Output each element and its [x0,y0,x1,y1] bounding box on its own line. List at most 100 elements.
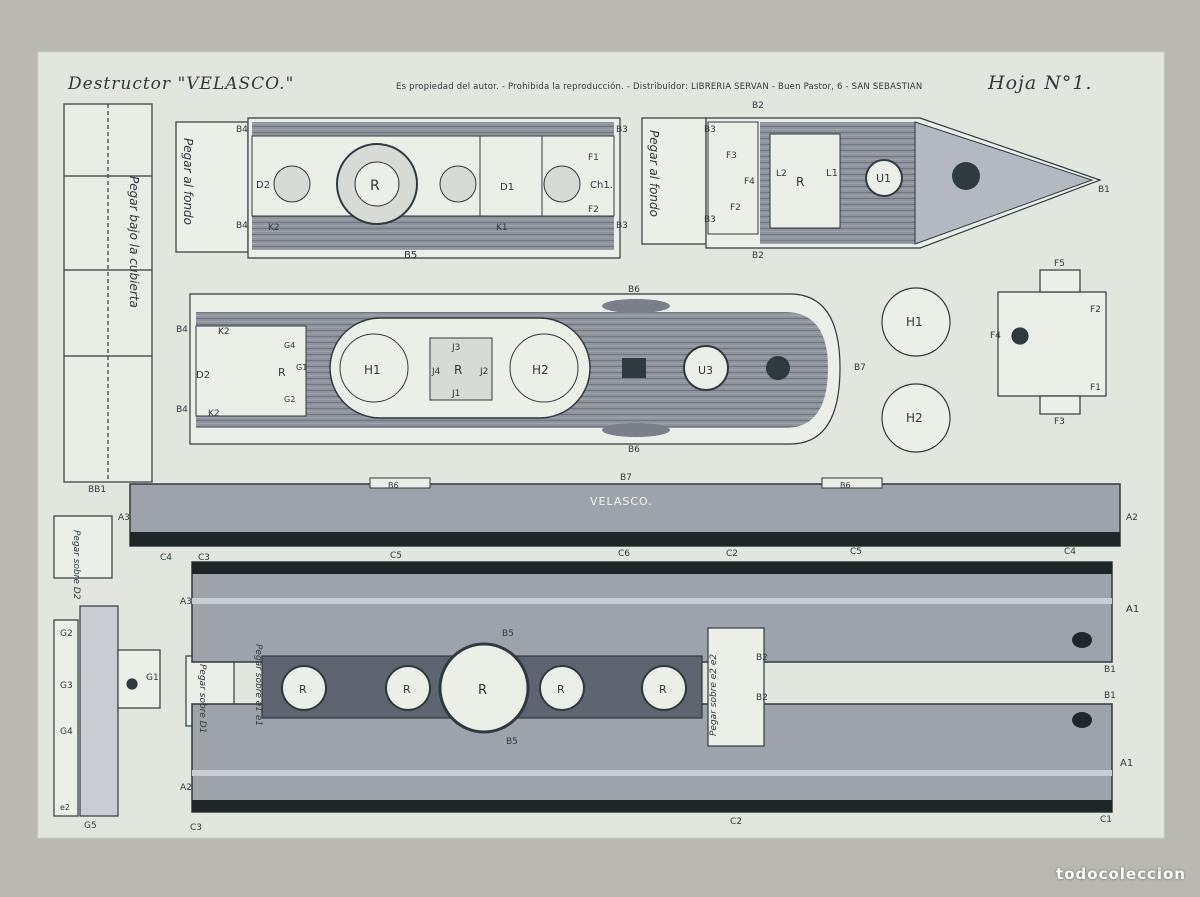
f-bracket-piece [997,269,1107,415]
label-b2-bottom: B2 [752,251,764,261]
label-j3: J3 [451,343,460,353]
label-e2-small: e2 [60,803,70,812]
label-b4-a: B4 [236,125,248,135]
label-h2-mid: H2 [532,363,549,377]
label-b6-top: B6 [628,285,640,295]
label-b2-lower-b: B2 [756,693,768,703]
label-b1-lower-a: B1 [1104,665,1116,675]
label-k2-mid-a: K2 [218,327,230,337]
label-c2-upper: C2 [726,549,738,559]
label-b5-upper: B5 [404,250,417,261]
label-f2-right: F2 [730,203,741,213]
label-b6-hull-b: B6 [840,481,851,490]
label-ch1: Ch1. [590,180,613,191]
label-r-mid-small: R [278,366,286,379]
label-f3: F3 [726,151,737,161]
label-d2-upper: D2 [256,180,270,191]
label-pegar-e1e1: Pegar sobre e1 e1 [253,644,263,726]
label-g5-small: G5 [84,821,97,831]
label-g1-small: G1 [146,673,159,683]
hull-side-upper [191,561,1113,663]
label-r-mid: R [454,363,462,377]
label-a2-hull: A2 [1126,513,1138,523]
label-b1-top: B1 [1098,185,1110,195]
label-c4-left: C4 [160,553,172,563]
label-f2: F2 [588,205,599,215]
small-piece-d2 [53,515,113,579]
label-d2-mid: D2 [196,370,210,381]
label-b2-lower-a: B2 [756,653,768,663]
label-j2: J2 [479,367,488,377]
label-g3-small: G3 [60,681,73,691]
h-discs [881,287,951,453]
label-b7-mid: B7 [854,363,866,373]
label-r-upper: R [370,178,380,194]
label-b5-lower-a: B5 [502,629,514,639]
label-f4: F4 [744,177,755,187]
label-r-lower-5: R [659,683,667,696]
label-c4-right: C4 [1064,547,1076,557]
main-deck-piece [189,293,841,445]
label-b2-top: B2 [752,101,764,111]
label-b4-b: B4 [236,221,248,231]
label-c1-bottom: C1 [1100,815,1112,825]
label-f4-bracket: F4 [990,331,1001,341]
label-c2-bottom: C2 [730,817,742,827]
label-j4: J4 [431,367,441,377]
label-u3: U3 [698,364,713,377]
label-bb1: BB1 [88,485,106,495]
sheet-number: Hoja N°1. [988,72,1093,94]
label-r-lower-1: R [299,683,307,696]
label-b3-a: B3 [616,125,628,135]
label-c3-bottom: C3 [190,823,202,833]
small-piece-g [53,605,161,817]
label-c6: C6 [618,549,630,559]
label-r-lower-3: R [478,683,487,698]
label-u1: U1 [876,172,891,185]
label-c5-a: C5 [390,551,402,561]
label-h1-disc: H1 [906,315,923,329]
label-r-lower-2: R [403,683,411,696]
label-f1-bracket: F1 [1090,383,1101,393]
sheet-title: Destructor "VELASCO." [68,74,295,94]
label-c5-b: C5 [850,547,862,557]
hull-strip-upper [129,477,1121,547]
label-a1-lower-a: A1 [1126,604,1139,615]
label-b6-hull-a: B6 [388,481,399,490]
label-c3-left: C3 [198,553,210,563]
label-a1-lower-b: A1 [1120,758,1133,769]
label-r-bow: R [796,175,804,189]
label-g2-mid: G2 [284,395,295,404]
label-b6-bottom: B6 [628,445,640,455]
label-pegar-bajo: Pegar bajo la cubierta [127,176,141,308]
label-f1: F1 [588,153,599,163]
deck-support-strip [63,103,153,483]
label-b3-right-a: B3 [704,125,716,135]
label-d1-small: Pegar sobre D1 [197,664,207,733]
label-b4-mid-a: B4 [176,325,188,335]
label-a3-lower: A3 [180,597,192,607]
label-a3-hull: A3 [118,513,130,523]
label-f2-bracket: F2 [1090,305,1101,315]
hull-name: VELASCO. [590,495,653,508]
label-d2-small: Pegar sobre D2 [71,530,81,600]
label-g4-mid: G4 [284,341,295,350]
label-k2-mid-b: K2 [208,409,220,419]
label-f5: F5 [1054,259,1065,269]
label-h1-mid: H1 [364,363,381,377]
label-pegar-e2e2: Pegar sobre e2 e2 [709,654,719,736]
copyright-notice: Es propiedad del autor. - Prohibida la r… [396,82,923,92]
b5-deck-strip [261,642,703,734]
label-f3-bracket: F3 [1054,417,1065,427]
label-b1-lower-b: B1 [1104,691,1116,701]
label-b4-mid-b: B4 [176,405,188,415]
label-k1-upper: K1 [496,223,508,233]
label-l1: L1 [826,168,838,179]
label-g1-mid: G1 [296,363,307,372]
bow-deck-piece [641,117,1102,249]
label-b7-hull: B7 [620,473,632,483]
label-a2-lower: A2 [180,783,192,793]
label-d1-upper: D1 [500,182,514,193]
label-pegar-fondo-left: Pegar al fondo [181,138,195,225]
